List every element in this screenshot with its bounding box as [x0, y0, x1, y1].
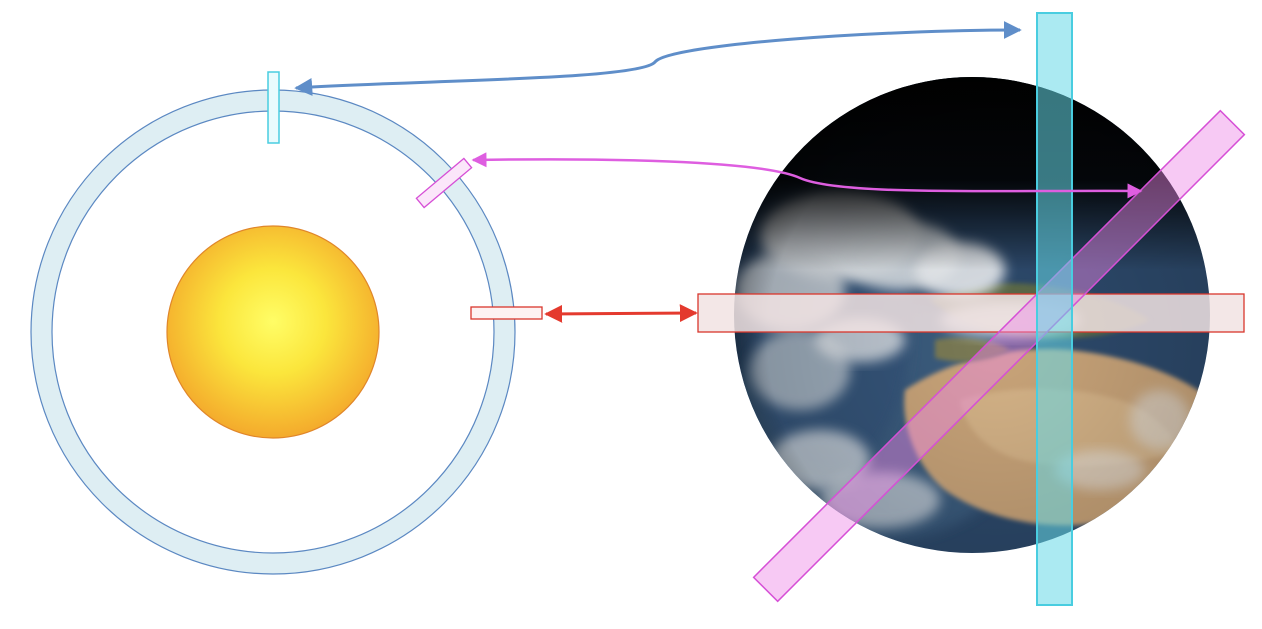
magenta-slice-marker: [415, 157, 473, 209]
cyan-slice-marker: [267, 71, 280, 144]
cyan-vertical-band: [1036, 12, 1073, 606]
magenta-diagonal-band: [752, 109, 1246, 603]
sun-icon: [166, 225, 380, 439]
red-slice-marker: [470, 306, 543, 320]
red-double-arrow-icon: [544, 304, 698, 323]
blue-double-arrow-icon: [294, 21, 1022, 96]
red-horizontal-band: [697, 293, 1245, 333]
magenta-double-arrow-icon: [471, 152, 1143, 199]
